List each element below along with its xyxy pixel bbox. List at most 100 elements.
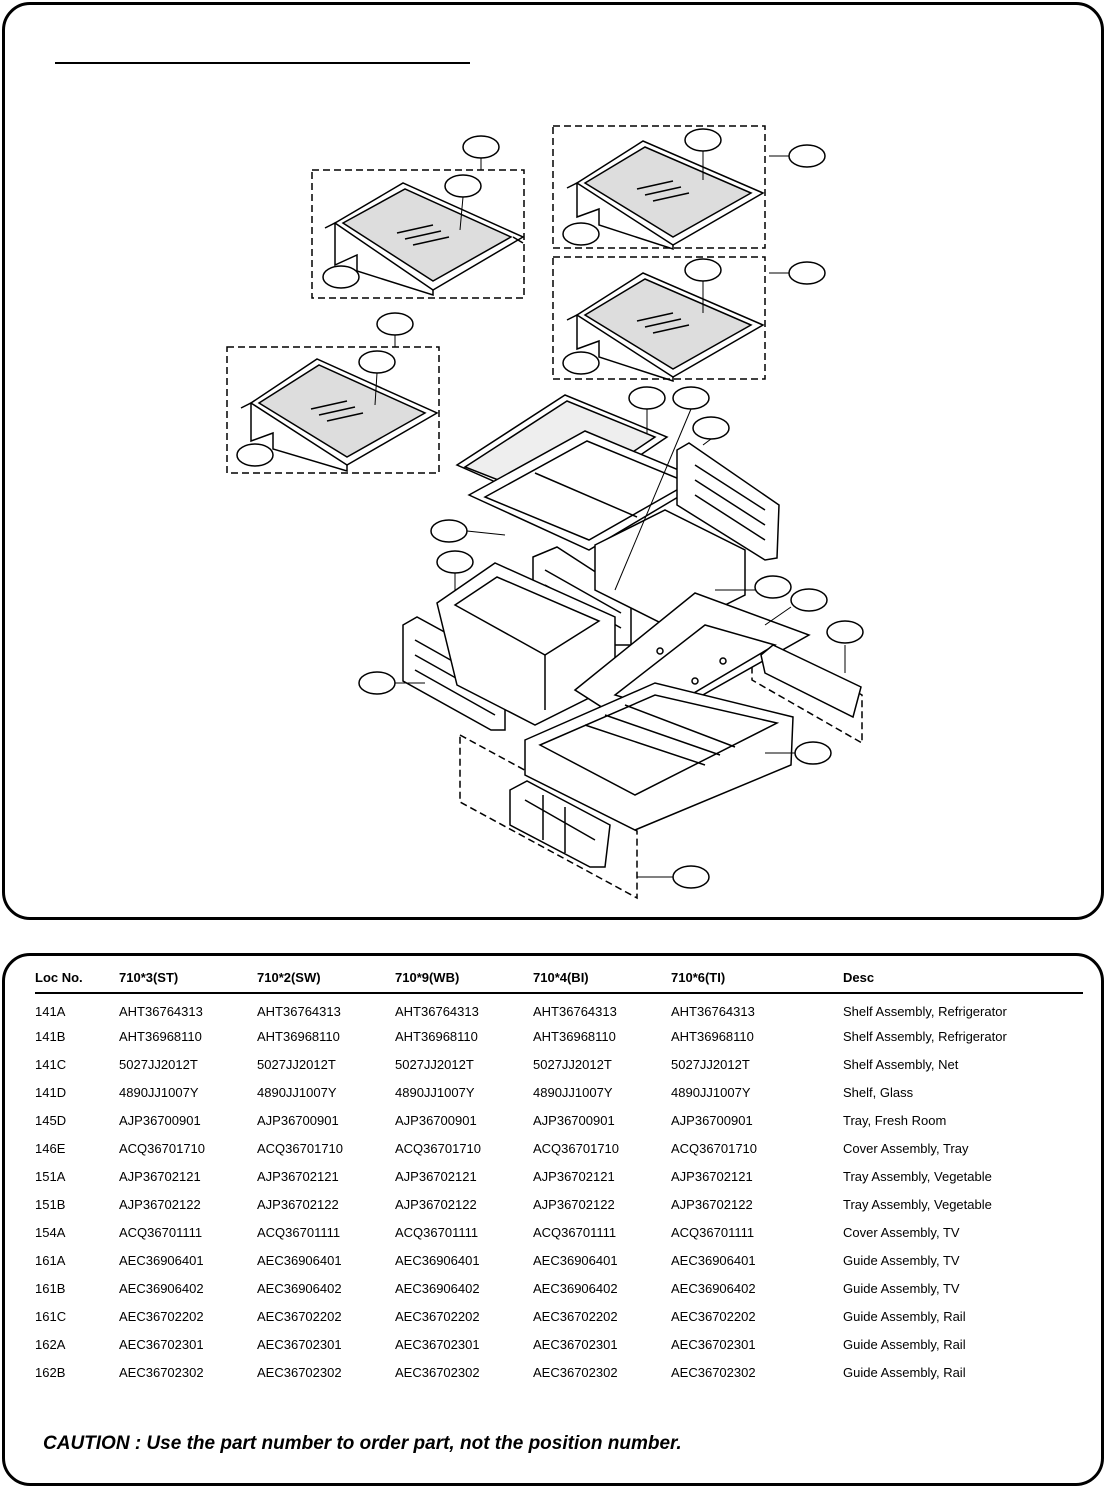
cell-loc-no: 154A — [35, 1224, 66, 1240]
cell-description: Tray, Fresh Room — [843, 1112, 947, 1128]
callout-circle — [236, 443, 274, 467]
table-row: 154A ACQ36701111 ACQ36701111 ACQ36701111 ACQ… — [35, 1218, 1083, 1246]
cell-description: Guide Assembly, Rail — [843, 1308, 966, 1324]
cell-part-st: 4890JJ1007Y — [119, 1084, 199, 1100]
callout-circles — [236, 128, 864, 889]
cell-part-sw: AJP36702121 — [257, 1168, 339, 1184]
cell-part-ti: ACQ36701111 — [671, 1224, 755, 1240]
callout-circle — [672, 865, 710, 889]
cell-part-st: AHT36968110 — [119, 1028, 202, 1044]
parts-table: Loc No. 710*3(ST) 710*2(SW) 710*9(WB) 71… — [35, 968, 1083, 1386]
cell-loc-no: 162A — [35, 1336, 66, 1352]
cell-part-wb: AJP36700901 — [395, 1112, 477, 1128]
cell-part-ti: AEC36906401 — [671, 1252, 756, 1268]
callout-circle — [358, 671, 396, 695]
cell-part-bi: AEC36906401 — [533, 1252, 618, 1268]
cell-description: Cover Assembly, TV — [843, 1224, 960, 1240]
cell-part-st: AEC36702302 — [119, 1364, 204, 1380]
cell-part-sw: 5027JJ2012T — [257, 1056, 336, 1072]
cell-part-bi: AJP36702121 — [533, 1168, 615, 1184]
cell-loc-no: 161A — [35, 1252, 66, 1268]
cell-part-ti: AJP36700901 — [671, 1112, 753, 1128]
cell-part-wb: ACQ36701111 — [395, 1224, 479, 1240]
header-model-sw: 710*2(SW) — [257, 968, 395, 994]
side-guide-drawing — [760, 644, 862, 719]
cell-part-wb: AJP36702122 — [395, 1196, 477, 1212]
cell-part-sw: ACQ36701111 — [257, 1224, 341, 1240]
cell-part-wb: ACQ36701710 — [395, 1140, 482, 1156]
cell-part-sw: AEC36702302 — [257, 1364, 342, 1380]
callout-circle — [322, 265, 360, 289]
cell-description: Cover Assembly, Tray — [843, 1140, 969, 1156]
cell-part-wb: AEC36702301 — [395, 1336, 480, 1352]
cell-part-st: ACQ36701710 — [119, 1140, 206, 1156]
cell-part-wb: AEC36702302 — [395, 1364, 480, 1380]
shelf-group-boxes — [226, 125, 863, 900]
cell-loc-no: 151B — [35, 1196, 66, 1212]
cell-part-wb: AHT36968110 — [395, 1028, 478, 1044]
cell-loc-no: 162B — [35, 1364, 66, 1380]
cell-description: Guide Assembly, TV — [843, 1252, 960, 1268]
fresh-room-tray-drawing — [524, 682, 794, 831]
callout-circle — [376, 312, 414, 336]
cell-part-ti: AEC36906402 — [671, 1280, 756, 1296]
cell-part-ti: AEC36702202 — [671, 1308, 756, 1324]
callout-circle — [562, 222, 600, 246]
diagram-panel — [2, 2, 1104, 920]
cell-part-ti: ACQ36701710 — [671, 1140, 758, 1156]
cell-part-wb: AHT36764313 — [395, 1003, 479, 1019]
callout-circle — [794, 741, 832, 765]
callout-circle — [788, 261, 826, 285]
cell-part-bi: AEC36702202 — [533, 1308, 618, 1324]
cell-part-ti: AJP36702121 — [671, 1168, 753, 1184]
cell-part-wb: AEC36906402 — [395, 1280, 480, 1296]
cell-part-sw: AHT36968110 — [257, 1028, 340, 1044]
callout-circle — [358, 350, 396, 374]
cell-part-st: AEC36702202 — [119, 1308, 204, 1324]
cell-part-bi: 4890JJ1007Y — [533, 1084, 613, 1100]
callout-circle — [628, 386, 666, 410]
cell-part-bi: AEC36702302 — [533, 1364, 618, 1380]
callout-circle — [436, 550, 474, 574]
callout-circle — [788, 144, 826, 168]
cell-part-sw: 4890JJ1007Y — [257, 1084, 337, 1100]
parts-list-panel: Loc No. 710*3(ST) 710*2(SW) 710*9(WB) 71… — [2, 953, 1104, 1486]
cell-part-sw: AJP36700901 — [257, 1112, 339, 1128]
table-row: 162B AEC36702302 AEC36702302 AEC36702302 AEC… — [35, 1358, 1083, 1386]
cell-part-wb: 4890JJ1007Y — [395, 1084, 475, 1100]
cell-part-st: ACQ36701111 — [119, 1224, 203, 1240]
cell-part-ti: 5027JJ2012T — [671, 1056, 750, 1072]
shelf-drawing-4 — [240, 358, 439, 473]
callout-circle — [444, 174, 482, 198]
exploded-parts-diagram — [226, 125, 864, 900]
caution-note: CAUTION : Use the part number to order p… — [43, 1433, 682, 1454]
cell-description: Shelf Assembly, Net — [843, 1056, 959, 1072]
cell-part-bi: AJP36700901 — [533, 1112, 615, 1128]
header-desc: Desc — [843, 968, 1083, 994]
cell-part-sw: AEC36702202 — [257, 1308, 342, 1324]
cell-part-ti: 4890JJ1007Y — [671, 1084, 751, 1100]
cell-loc-no: 141B — [35, 1028, 66, 1044]
cell-part-wb: AJP36702121 — [395, 1168, 477, 1184]
cell-part-sw: AEC36906401 — [257, 1252, 342, 1268]
cell-description: Shelf, Glass — [843, 1084, 914, 1100]
cell-loc-no: 141D — [35, 1084, 67, 1100]
cell-loc-no: 146E — [35, 1140, 66, 1156]
cell-description: Shelf Assembly, Refrigerator — [843, 1003, 1007, 1019]
header-loc-no: Loc No. — [35, 968, 119, 994]
cell-part-sw: AEC36702301 — [257, 1336, 342, 1352]
cell-part-bi: AHT36968110 — [533, 1028, 616, 1044]
cell-description: Guide Assembly, TV — [843, 1280, 960, 1296]
cell-part-bi: ACQ36701111 — [533, 1224, 617, 1240]
cell-part-ti: AEC36702302 — [671, 1364, 756, 1380]
shelf-drawing-1 — [324, 182, 525, 297]
cell-part-st: AEC36906402 — [119, 1280, 204, 1296]
header-model-wb: 710*9(WB) — [395, 968, 533, 994]
